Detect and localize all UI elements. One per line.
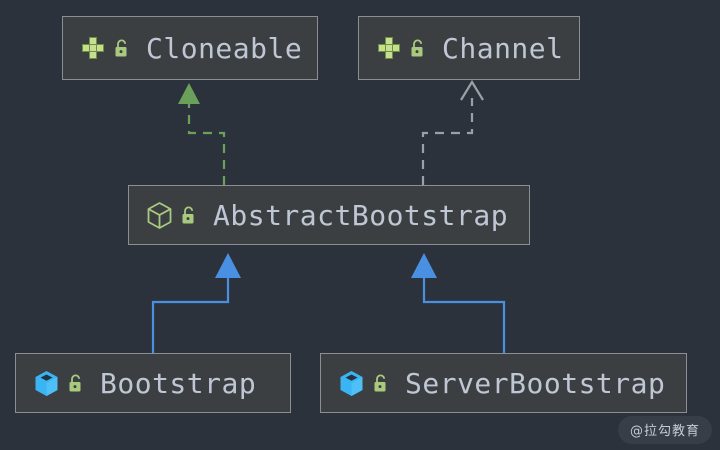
class-node-channel[interactable]: Channel [358,16,580,80]
unlocked-padlock-icon [113,38,130,59]
class-name-label: Channel [442,31,564,65]
unlocked-padlock-icon [180,205,197,226]
edge-abstractbootstrap-implements-cloneable [178,83,226,185]
unlocked-padlock-icon [67,373,84,394]
class-node-cloneable[interactable]: Cloneable [62,16,318,80]
class-name-label: ServerBootstrap [405,366,666,400]
edge-bootstrap-extends-abstractbootstrap [151,253,241,353]
class-cube-icon [33,369,60,398]
interface-icon [376,35,402,61]
edge-serverbootstrap-extends-abstractbootstrap [411,253,506,353]
class-cube-icon [338,369,365,398]
class-name-label: Bootstrap [100,366,257,400]
interface-icon [80,35,106,61]
class-node-bootstrap[interactable]: Bootstrap [15,353,291,413]
class-node-serverbootstrap[interactable]: ServerBootstrap [320,353,687,413]
class-name-label: AbstractBootstrap [213,198,509,232]
class-node-abstractbootstrap[interactable]: AbstractBootstrap [128,185,530,245]
class-name-label: Cloneable [146,31,303,65]
edge-abstractbootstrap-depends-channel [421,79,484,185]
watermark-label: @拉勾教育 [617,416,712,444]
abstract-class-cube-icon [146,201,173,230]
unlocked-padlock-icon [409,38,426,59]
unlocked-padlock-icon [372,373,389,394]
